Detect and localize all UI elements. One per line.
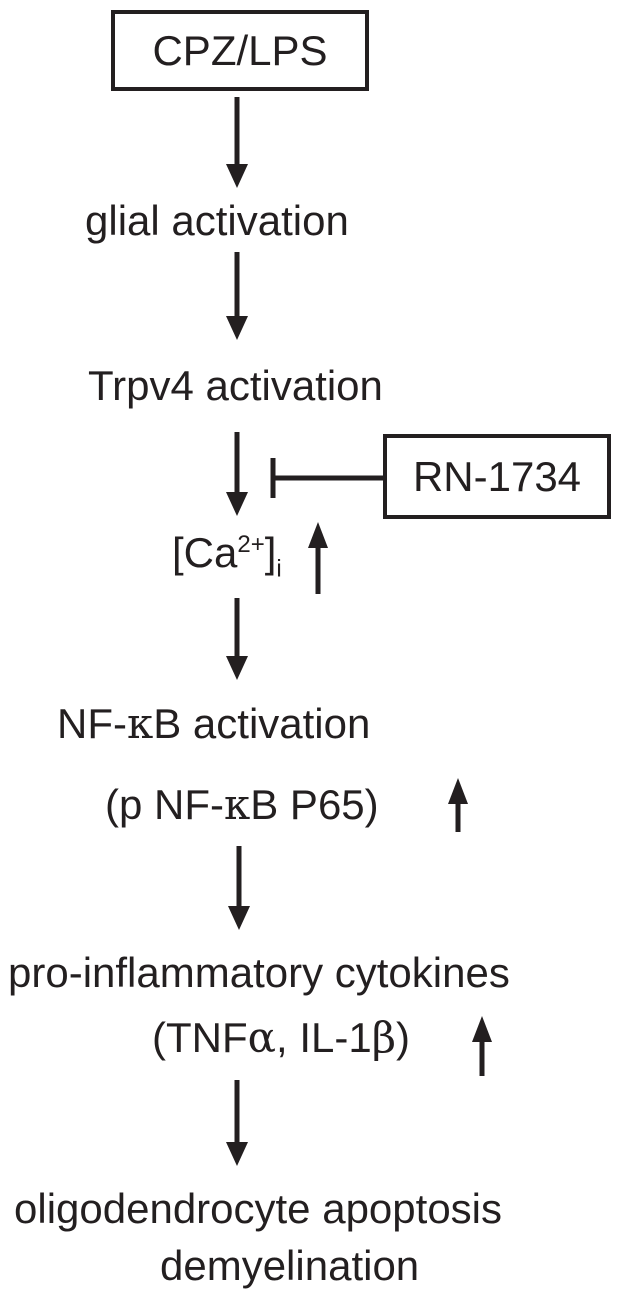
arrow-down-2 [226, 252, 248, 340]
calcium-label: [Ca2+]i [172, 529, 282, 581]
nfkb-prefix: NF- [57, 700, 127, 747]
p-nfkb-prefix: (p NF- [105, 781, 224, 828]
arrow-down-6 [226, 1080, 248, 1166]
cytokine-list-label: (TNFα, IL-1β) [152, 1017, 410, 1059]
arrow-down-4 [226, 598, 248, 680]
kappa-symbol: κ [126, 699, 154, 748]
glial-activation-label: glial activation [85, 197, 349, 244]
stimulus-label: CPZ/LPS [152, 26, 328, 74]
p-nfkb-suffix: B P65) [250, 781, 379, 828]
inhibition-connector [270, 458, 385, 498]
nfkb-activation-label: NF-κB activation [57, 703, 370, 745]
inhibitor-box: RN-1734 [383, 434, 611, 519]
up-arrow-calcium [308, 522, 328, 594]
alpha-symbol: α [247, 1013, 277, 1062]
up-arrow-p65 [448, 778, 468, 832]
cytokine-middle: , IL-1 [276, 1014, 372, 1061]
kappa-symbol: κ [224, 780, 251, 829]
cytokine-close: ) [396, 1014, 411, 1061]
trpv4-activation-label: Trpv4 activation [88, 362, 383, 409]
calcium-subscript: i [276, 555, 282, 583]
cytokines-label: pro-inflammatory cytokines [8, 949, 510, 996]
arrow-down-1 [226, 97, 248, 188]
calcium-open: [Ca [172, 529, 238, 576]
outcome-line1: oligodendrocyte apoptosis [14, 1185, 503, 1232]
cytokine-open: (TNF [152, 1014, 248, 1061]
stimulus-box: CPZ/LPS [111, 10, 369, 91]
calcium-superscript: 2+ [237, 531, 265, 558]
inhibitor-label: RN-1734 [412, 452, 582, 500]
nfkb-suffix: B activation [153, 700, 371, 747]
arrow-down-5 [228, 846, 250, 930]
beta-symbol: β [371, 1013, 397, 1062]
outcome-line2: demyelination [160, 1242, 420, 1289]
p-nfkb-label: (p NF-κB P65) [105, 784, 379, 826]
calcium-close: ] [264, 529, 277, 576]
up-arrow-cytokines [472, 1016, 492, 1076]
arrow-down-3 [226, 432, 248, 516]
